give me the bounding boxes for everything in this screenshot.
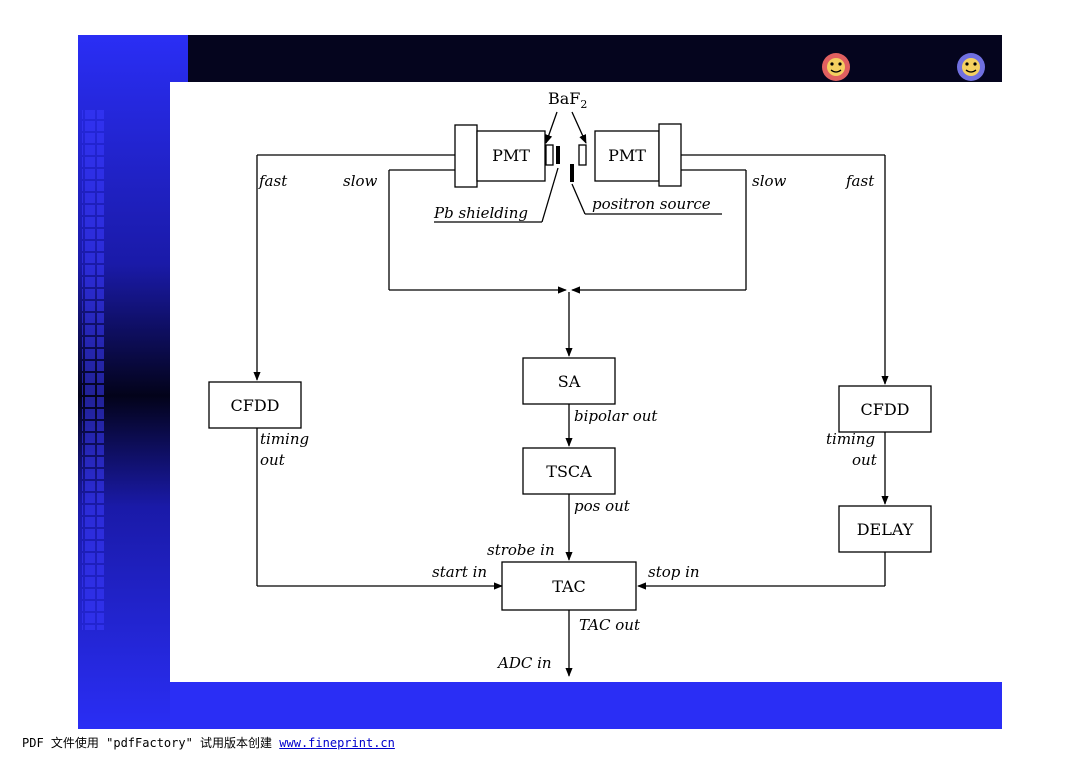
fast-right-label: fast — [845, 172, 875, 190]
tac-out-label: TAC out — [579, 616, 641, 634]
pmt-right-label: PMT — [608, 146, 646, 165]
footer-link[interactable]: www.fineprint.cn — [279, 736, 395, 750]
footer-text: PDF 文件使用 "pdfFactory" 试用版本创建 — [22, 736, 280, 750]
pmt-left-box — [476, 130, 546, 182]
timing-right-label: timing — [826, 430, 875, 448]
slow-right-label: slow — [752, 172, 787, 190]
baf2-label: BaF2 — [548, 89, 587, 111]
tac-label: TAC — [552, 577, 586, 596]
stop-in-label: stop in — [648, 563, 700, 581]
slide-checker-strip — [82, 110, 104, 630]
slide-top-bar — [188, 35, 1002, 82]
strobe-in-label: strobe in — [487, 541, 555, 559]
pmt-right-box — [594, 130, 660, 182]
timing-left-label: timing — [260, 430, 309, 448]
out-right-label: out — [852, 451, 878, 469]
adc-in-label: ADC in — [496, 654, 552, 672]
cfdd-right-box — [838, 385, 932, 433]
sa-label: SA — [558, 372, 581, 391]
tsca-box — [522, 447, 616, 495]
pos-out-label: pos out — [574, 497, 631, 515]
delay-box — [838, 505, 932, 553]
footer-watermark: PDF 文件使用 "pdfFactory" 试用版本创建 www.finepri… — [22, 734, 395, 751]
pmt-right-flange — [658, 123, 682, 187]
cfdd-left-label: CFDD — [231, 396, 280, 415]
tsca-label: TSCA — [546, 462, 592, 481]
sa-box — [522, 357, 616, 405]
delay-label: DELAY — [857, 520, 914, 539]
smiley-red-icon — [822, 53, 850, 81]
bipolar-out-label: bipolar out — [574, 407, 658, 425]
pmt-left-label: PMT — [492, 146, 530, 165]
start-in-label: start in — [432, 563, 487, 581]
pmt-left-flange — [454, 124, 478, 188]
tac-box — [501, 561, 637, 611]
cfdd-left-box — [208, 381, 302, 429]
positron-source-label: positron source — [592, 195, 711, 213]
cfdd-right-label: CFDD — [861, 400, 910, 419]
smiley-blue-icon — [957, 53, 985, 81]
slide-bottom-bar — [170, 682, 1002, 729]
fast-left-label: fast — [258, 172, 288, 190]
slow-left-label: slow — [343, 172, 378, 190]
pb-shielding-label: Pb shielding — [433, 204, 528, 222]
out-left-label: out — [260, 451, 286, 469]
